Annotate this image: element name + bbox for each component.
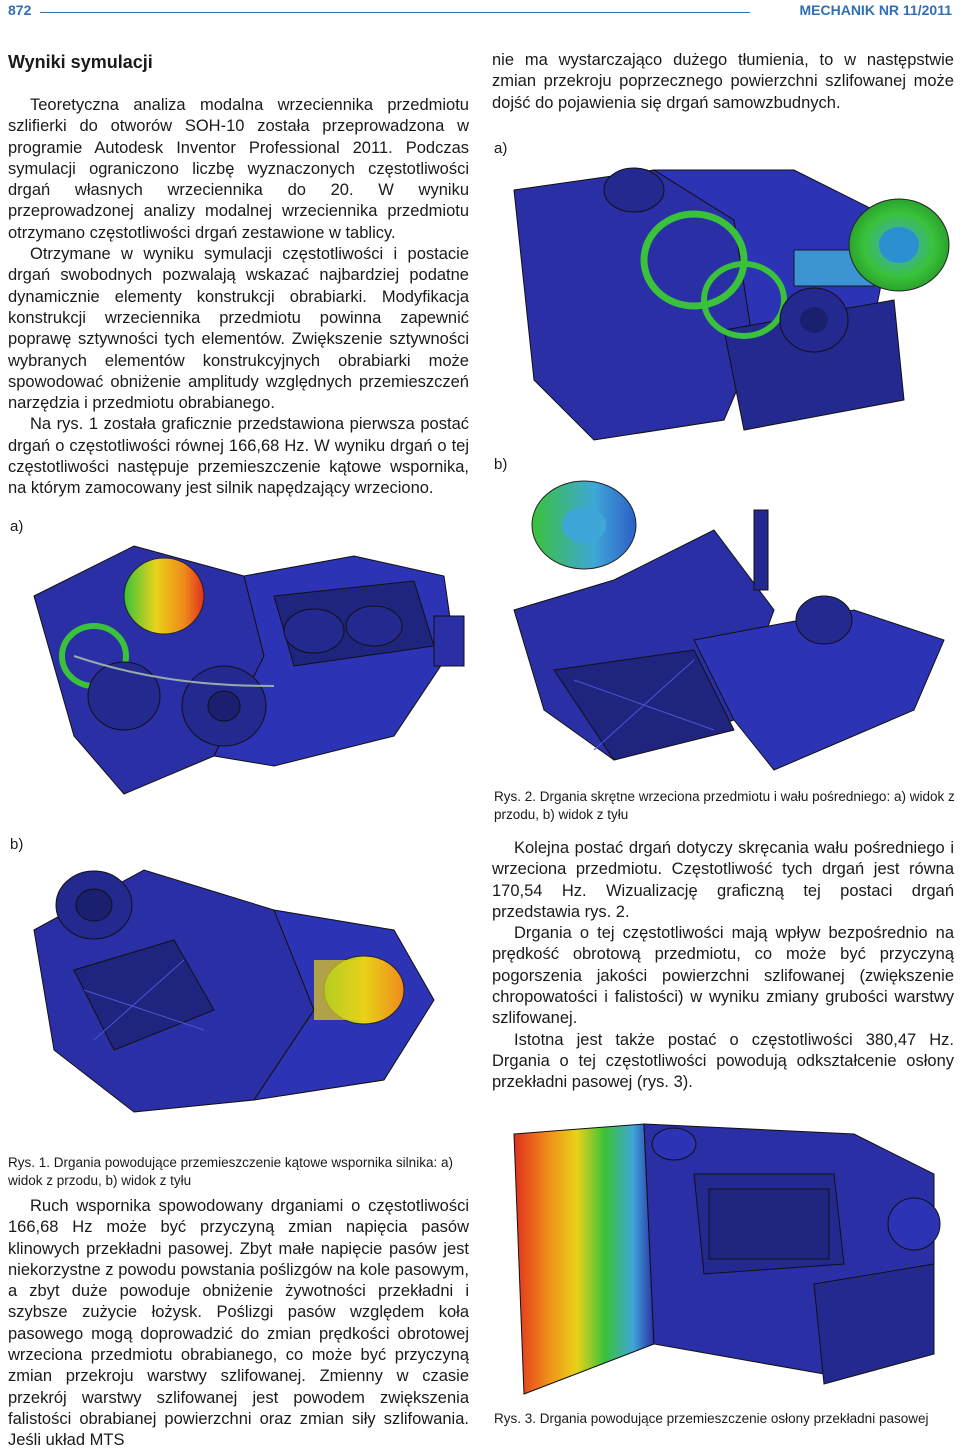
paragraph: Drgania o tej częstotliwości mają wpływ … bbox=[492, 924, 954, 1028]
figure-label: a) bbox=[10, 518, 24, 535]
left-column: Wyniki symulacji Teoretyczna analiza mod… bbox=[8, 52, 469, 500]
figure-1b-image bbox=[33, 869, 435, 1113]
header-rule bbox=[40, 12, 750, 13]
right-column-middle: Kolejna postać drgań dotyczy skręcania w… bbox=[492, 838, 954, 1094]
page-number: 872 bbox=[8, 2, 32, 18]
paragraph: Na rys. 1 została graficznie przedstawio… bbox=[8, 415, 469, 498]
figure-caption: Rys. 2. Drgania skrętne wrzeciona przedm… bbox=[494, 789, 955, 822]
paragraph: Otrzymane w wyniku symulacji częstotliwo… bbox=[8, 245, 469, 413]
figure-label: a) bbox=[494, 140, 508, 157]
page-header: 872 MECHANIK NR 11/2011 bbox=[0, 0, 960, 22]
paragraph: Kolejna postać drgań dotyczy skręcania w… bbox=[492, 839, 954, 921]
figure-1a-image bbox=[33, 545, 465, 795]
figure-label: b) bbox=[10, 836, 24, 853]
figure-2a-image bbox=[513, 167, 950, 441]
section-title: Wyniki symulacji bbox=[8, 52, 153, 72]
paragraph: nie ma wystarczająco dużego tłumienia, t… bbox=[492, 51, 954, 112]
paragraph: Ruch wspornika spowodowany drganiami o c… bbox=[8, 1197, 469, 1450]
paragraph: Teoretyczna analiza modalna wrzeciennika… bbox=[8, 96, 469, 242]
journal-title: MECHANIK NR 11/2011 bbox=[799, 2, 952, 18]
figure-caption: Rys. 1. Drgania powodujące przemieszczen… bbox=[8, 1155, 453, 1188]
paragraph: Istotna jest także postać o częstotliwoś… bbox=[492, 1030, 954, 1092]
left-column-bottom: Ruch wspornika spowodowany drganiami o c… bbox=[8, 1196, 469, 1452]
figure-caption: Rys. 3. Drgania powodujące przemieszczen… bbox=[494, 1411, 929, 1426]
figure-2b-image bbox=[513, 480, 945, 771]
figure-label: b) bbox=[494, 456, 508, 473]
right-column-top: nie ma wystarczająco dużego tłumienia, t… bbox=[492, 50, 954, 114]
figure-3-image bbox=[513, 1123, 941, 1395]
